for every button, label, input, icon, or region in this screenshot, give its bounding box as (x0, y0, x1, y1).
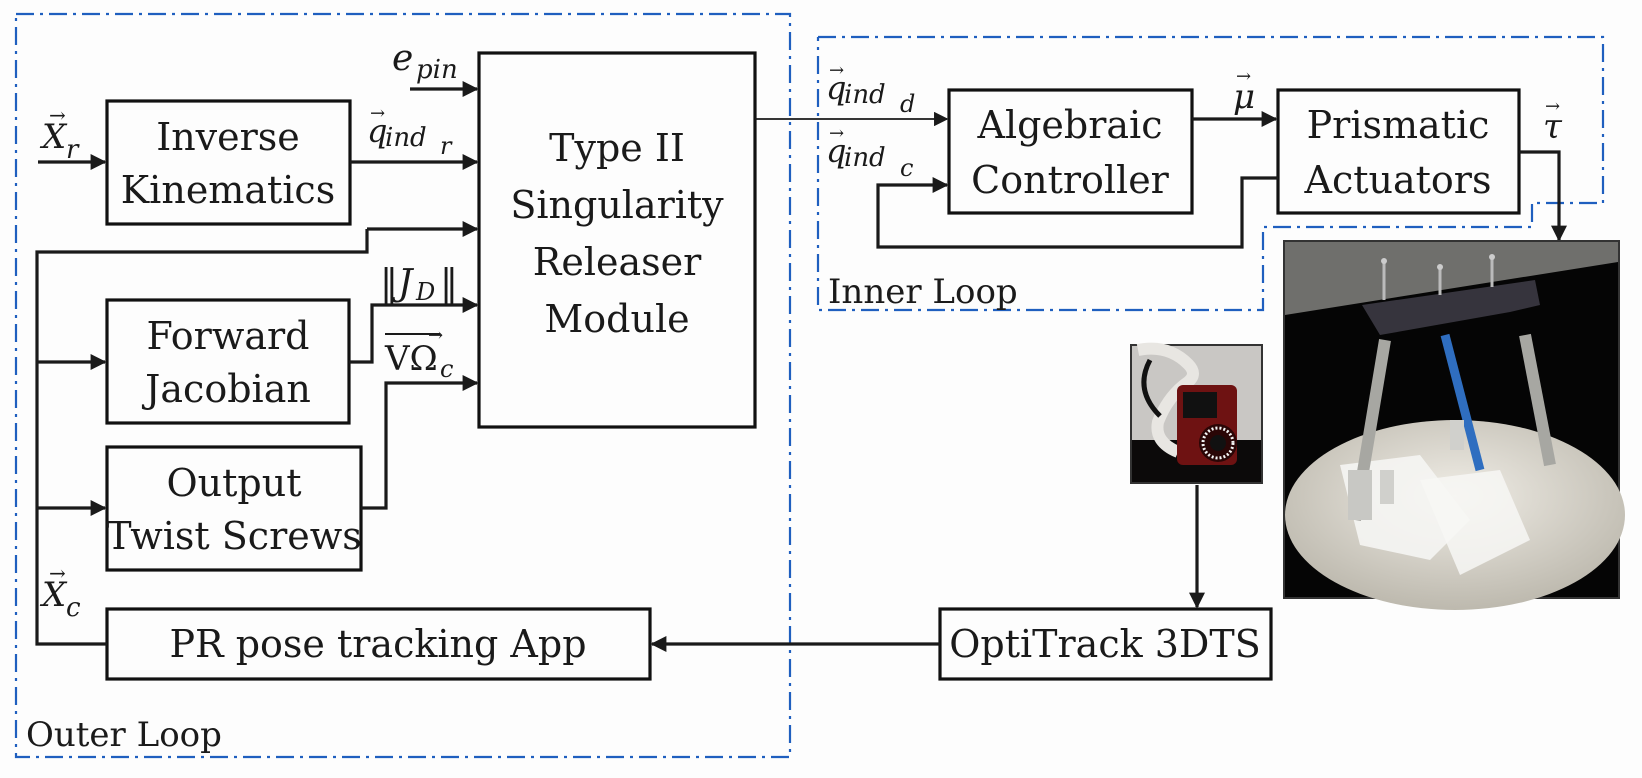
svg-text:q: q (826, 69, 846, 107)
svg-text:PR pose tracking App: PR pose tracking App (169, 622, 586, 666)
svg-text:c: c (900, 154, 913, 182)
signal-x-c: X → c (39, 561, 81, 623)
outer-loop-label: Outer Loop (26, 715, 222, 755)
svg-text:pin: pin (416, 55, 458, 85)
svg-text:→: → (829, 123, 844, 144)
svg-text:→: → (49, 561, 66, 585)
svg-text:→: → (49, 103, 66, 127)
svg-text:Jacobian: Jacobian (141, 367, 311, 411)
svg-text:X: X (39, 575, 68, 615)
signal-q-ind-d: q → ind d (826, 60, 915, 118)
svg-text:τ: τ (1543, 107, 1563, 147)
output-twist-screws-block: Output Twist Screws (105, 445, 363, 572)
svg-text:Module: Module (544, 297, 689, 341)
svg-text:Twist Screws: Twist Screws (106, 514, 362, 558)
optitrack-camera-photo (1130, 342, 1263, 484)
inner-loop-boundary (816, 35, 1605, 312)
svg-text:‖: ‖ (380, 263, 398, 304)
jd-norm-arrow (349, 297, 479, 364)
svg-text:c: c (66, 593, 81, 623)
svg-text:D: D (415, 278, 435, 306)
grad-omega-arrow (361, 375, 479, 510)
svg-text:Kinematics: Kinematics (121, 168, 335, 212)
parallel-robot-photo (1283, 240, 1625, 610)
svg-text:X: X (39, 117, 68, 157)
q-ind-c-feedback-arrow (876, 176, 1278, 249)
signal-q-ind-c: q → ind c (826, 123, 913, 182)
signal-grad-omega: → VΩ c (384, 325, 453, 383)
signal-q-ind-r: q → ind r (367, 103, 453, 160)
svg-text:Singularity: Singularity (510, 183, 724, 227)
svg-text:ind: ind (385, 123, 427, 153)
svg-text:→: → (1236, 66, 1251, 87)
svg-text:OptiTrack 3DTS: OptiTrack 3DTS (949, 622, 1260, 666)
signal-e-pin: e pin (392, 38, 458, 85)
svg-text:r: r (66, 135, 80, 165)
optitrack-block: OptiTrack 3DTS (938, 607, 1273, 681)
svg-text:ind: ind (844, 143, 886, 173)
svg-text:Output: Output (167, 461, 302, 505)
svg-text:d: d (900, 90, 915, 118)
svg-text:VΩ: VΩ (384, 339, 438, 379)
svg-text:→: → (370, 103, 385, 124)
svg-text:Algebraic: Algebraic (977, 103, 1163, 147)
x-c-feedback-wire (35, 229, 369, 646)
forward-jacobian-block: Forward Jacobian (105, 298, 351, 425)
svg-text:μ: μ (1233, 77, 1255, 117)
svg-text:Type II: Type II (549, 126, 685, 170)
svg-text:‖: ‖ (440, 263, 458, 304)
inverse-kinematics-block: Inverse Kinematics (105, 99, 352, 226)
svg-text:Releaser: Releaser (533, 240, 702, 284)
svg-text:q: q (826, 132, 846, 170)
signal-x-r: X → r (39, 103, 80, 165)
svg-text:Prismatic: Prismatic (1307, 103, 1490, 147)
inner-loop-label: Inner Loop (828, 272, 1018, 312)
svg-text:→: → (829, 60, 844, 81)
algebraic-controller-block: Algebraic Controller (947, 88, 1194, 215)
svg-text:ind: ind (844, 80, 886, 110)
signal-tau: τ → (1543, 96, 1563, 147)
svg-text:→: → (1545, 96, 1560, 117)
signal-mu: μ → (1233, 66, 1255, 117)
svg-text:Actuators: Actuators (1304, 158, 1492, 202)
svg-text:→: → (428, 325, 443, 346)
svg-text:e: e (392, 38, 413, 79)
svg-text:Controller: Controller (971, 158, 1170, 202)
svg-text:r: r (440, 132, 453, 160)
tau-arrow (1519, 150, 1567, 242)
svg-text:Forward: Forward (146, 314, 309, 358)
pose-tracking-app-block: PR pose tracking App (105, 607, 652, 681)
svg-text:q: q (367, 112, 387, 150)
svg-text:Inverse: Inverse (156, 115, 300, 159)
signal-jd-norm: ‖ J D ‖ (380, 263, 458, 306)
singularity-releaser-block: Type II Singularity Releaser Module (477, 51, 757, 429)
svg-text:c: c (440, 355, 453, 383)
prismatic-actuators-block: Prismatic Actuators (1276, 88, 1521, 215)
